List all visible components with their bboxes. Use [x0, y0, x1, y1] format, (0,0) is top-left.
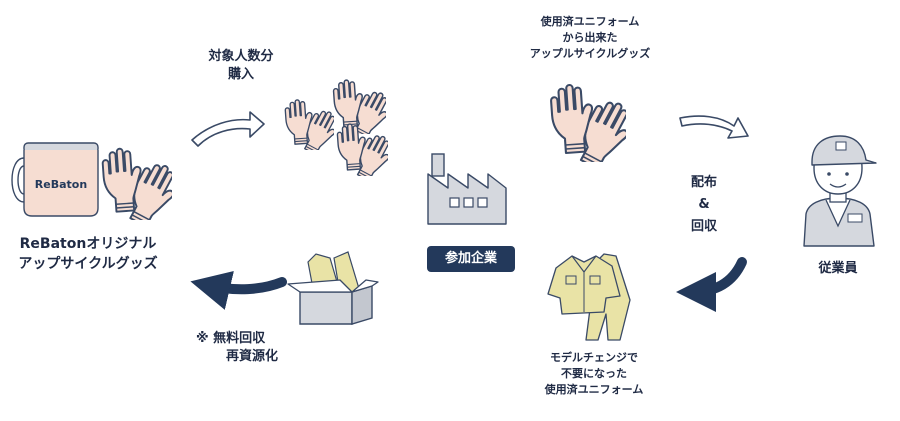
free-collection-line1: ※ 無料回収 — [196, 331, 266, 346]
purchase-arrow-icon — [191, 111, 265, 147]
distribute-line2: & — [698, 197, 710, 212]
collection-arrow-icon — [676, 257, 747, 312]
rebaton-original-line2: アップサイクルグッズ — [18, 256, 158, 272]
purchased-gloves-icon — [285, 79, 397, 184]
model-change-line3: 使用済ユニフォーム — [544, 383, 644, 396]
purchase-line1: 対象人数分 — [208, 49, 274, 64]
free-collection-label: ※ 無料回収 再資源化 — [196, 330, 292, 366]
model-change-line2: 不要になった — [561, 367, 627, 380]
mug-logo: ReBaton — [35, 178, 87, 191]
mug-icon: ReBaton — [11, 142, 99, 217]
rebaton-original-label: ReBatonオリジナル アップサイクルグッズ — [18, 234, 158, 274]
return-arrow-icon — [190, 270, 287, 310]
distribute-line3: 回収 — [690, 219, 717, 234]
employee-label: 従業員 — [818, 261, 858, 276]
distribute-line1: 配布 — [690, 175, 717, 190]
distribute-collect-label: 配布 & 回収 — [684, 172, 724, 238]
upcycled-goods-line1: 使用済ユニフォーム — [540, 15, 640, 28]
worker-icon — [803, 135, 877, 247]
distribute-arrow-icon — [679, 115, 749, 139]
collection-box-icon — [287, 251, 379, 325]
rebaton-gloves-icon — [102, 147, 184, 230]
model-change-label: モデルチェンジで 不要になった 使用済ユニフォーム — [526, 350, 662, 398]
upcycled-gloves-icon — [550, 84, 638, 174]
factory-icon — [427, 153, 507, 225]
model-change-line1: モデルチェンジで — [550, 351, 638, 364]
upcycled-goods-line3: アップルサイクルグッズ — [529, 47, 651, 60]
purchase-label: 対象人数分 購入 — [196, 48, 286, 84]
purchase-line2: 購入 — [227, 67, 254, 82]
upcycled-goods-line2: から出来た — [562, 31, 618, 44]
upcycled-goods-label: 使用済ユニフォーム から出来た アップルサイクルグッズ — [522, 14, 658, 62]
rebaton-original-line1: ReBatonオリジナル — [19, 236, 157, 252]
participating-company-badge: 参加企業 — [427, 246, 515, 272]
free-collection-line2: 再資源化 — [226, 349, 279, 364]
used-uniform-icon — [547, 253, 631, 341]
